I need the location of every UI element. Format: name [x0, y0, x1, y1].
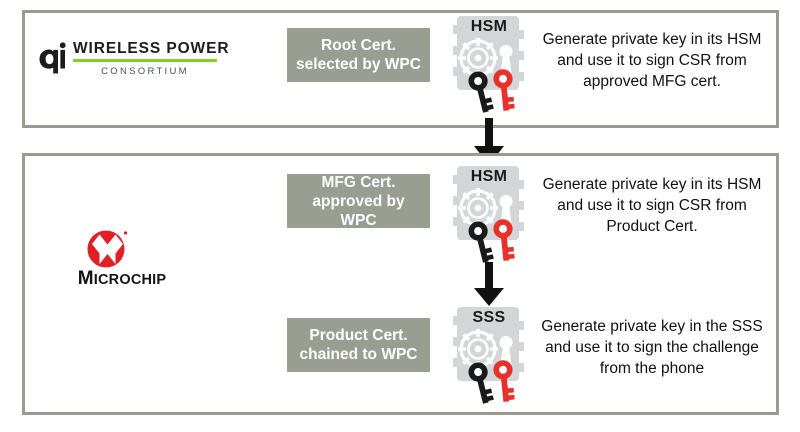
microchip-wordmark-initial: M — [77, 268, 94, 289]
wireless-power-consortium-logo: WIRELESS POWER CONSORTIUM — [37, 40, 230, 82]
cert-box-root-line1: Root Cert. — [321, 37, 396, 54]
safe-hsm-mfg: HSM — [451, 162, 527, 267]
cert-box-root-text: Root Cert. selected by WPC — [296, 36, 421, 74]
safe-sss-product: SSS — [451, 303, 527, 408]
cert-box-product-text: Product Cert. chained to WPC — [300, 326, 418, 364]
black-key-icon — [468, 71, 494, 113]
cert-box-mfg-line1: MFG Cert. — [321, 173, 396, 191]
cert-box-mfg-text: MFG Cert. approved by WPC — [293, 173, 424, 230]
safe-label-mfg: HSM — [470, 168, 508, 185]
wpc-subtitle: CONSORTIUM — [101, 65, 189, 77]
safe-label-root: HSM — [470, 18, 508, 35]
description-product: Generate private key in the SSS and use … — [541, 318, 763, 377]
safe-handle-icon — [499, 195, 513, 224]
microchip-logo: MICROCHIP — [62, 228, 182, 290]
red-key-icon — [493, 219, 515, 261]
cert-box-root: Root Cert. selected by WPC — [287, 28, 430, 82]
cert-box-product: Product Cert. chained to WPC — [287, 318, 430, 372]
safe-label-product: SSS — [472, 309, 506, 326]
cert-box-root-line2: selected by WPC — [296, 56, 421, 73]
safe-handle-icon — [499, 336, 513, 365]
description-root: Generate private key in its HSM and use … — [542, 31, 762, 90]
safe-handle-icon — [499, 45, 513, 74]
microchip-wordmark: MICROCHIP — [62, 268, 182, 290]
wpc-title: WIRELESS POWER — [73, 40, 230, 57]
cert-box-product-line1: Product Cert. — [309, 327, 408, 344]
description-mfg: Generate private key in its HSM and use … — [542, 176, 762, 235]
black-key-icon — [468, 362, 494, 404]
wpc-green-rule — [73, 59, 217, 62]
black-key-icon — [468, 221, 494, 263]
cert-box-product-line2: chained to WPC — [299, 346, 418, 363]
red-key-icon — [493, 360, 515, 402]
wpc-wordmark: WIRELESS POWER CONSORTIUM — [73, 40, 230, 77]
cert-box-mfg: MFG Cert. approved by WPC — [287, 173, 430, 230]
red-key-icon — [493, 69, 515, 111]
microchip-m-mark-icon — [86, 228, 130, 268]
cert-box-mfg-line2: approved by WPC — [312, 192, 405, 229]
microchip-wordmark-rest: ICROCHIP — [93, 272, 167, 288]
arrow-mfg-to-product-icon — [472, 262, 506, 307]
safe-hsm-root: HSM — [451, 12, 527, 117]
qi-mark-icon — [37, 42, 67, 74]
